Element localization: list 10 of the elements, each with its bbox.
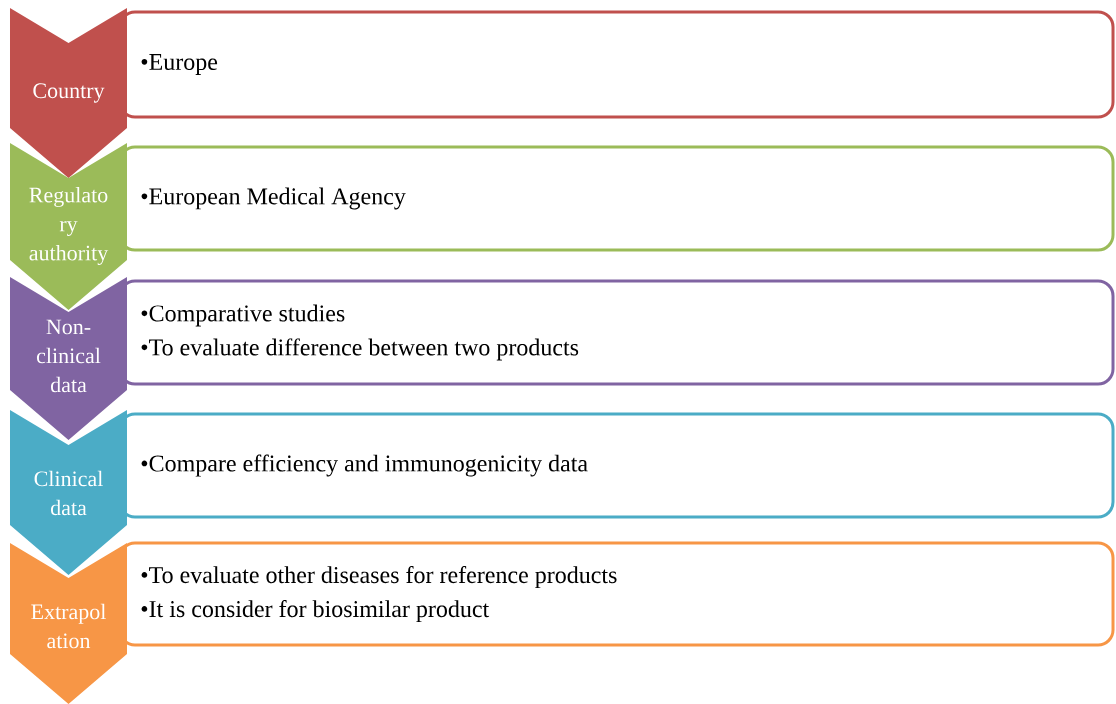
step-banner: Clinical data: [10, 410, 127, 575]
list-box: •Comparative studies •To evaluate difference between two products: [118, 279, 1115, 386]
list-box: •To evaluate other diseases for reference products •It is consider for biosimilar product: [118, 541, 1115, 647]
step-banner: Country: [10, 8, 127, 178]
list-box: •European Medical Agency: [118, 145, 1115, 252]
step-banner: Non- clinical data: [10, 277, 127, 440]
step-banner: Regulato ry authority: [10, 143, 127, 310]
list-box: •Compare efficiency and immunogenicity data: [118, 412, 1115, 519]
step-banner: Extrapol ation: [10, 543, 127, 704]
list-box: •Europe: [118, 10, 1115, 119]
